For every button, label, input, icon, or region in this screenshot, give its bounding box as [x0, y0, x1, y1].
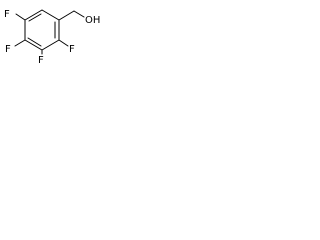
benzene-ring — [24, 9, 60, 51]
bond-to-f-bottom-right — [58, 39, 69, 47]
ring-bond-c2-c3 — [41, 39, 60, 51]
hydroxyl-label: OH — [85, 15, 100, 26]
bond-to-f-left — [14, 39, 26, 47]
ring-double-bond-inner-3 — [28, 13, 42, 22]
ring-bond-c6-c1 — [41, 9, 60, 21]
bond-to-f-top-left — [15, 13, 26, 21]
fluorine-label-bottom-left: F — [38, 55, 44, 66]
bond-ch2-to-oh — [73, 10, 85, 18]
fluorine-label-bottom-right: F — [69, 44, 75, 55]
substituent-bonds — [14, 10, 85, 55]
fluorine-label-top-left: F — [4, 9, 10, 20]
fluorine-label-left: F — [5, 44, 11, 55]
ring-double-bond-inner-2 — [27, 37, 42, 47]
ring-bond-c3-c4 — [24, 39, 43, 51]
bond-to-ch2 — [58, 10, 75, 21]
ring-bond-c5-c6 — [24, 9, 43, 21]
structural-formula-diagram: F F F F OH — [4, 9, 100, 66]
